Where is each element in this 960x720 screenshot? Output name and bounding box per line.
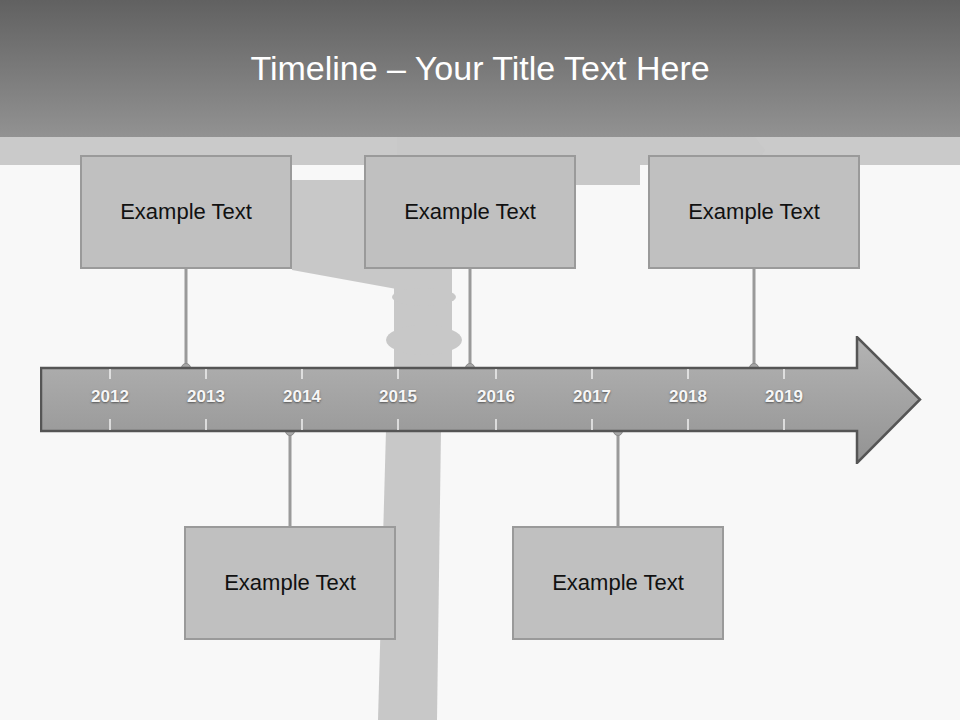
year-label: 2018 — [669, 387, 707, 407]
tick-mark — [109, 419, 111, 430]
tick-mark — [783, 369, 785, 379]
tick-mark — [687, 369, 689, 379]
year-label: 2012 — [91, 387, 129, 407]
event-text: Example Text — [120, 199, 252, 225]
event-text: Example Text — [404, 199, 536, 225]
year-label: 2015 — [379, 387, 417, 407]
year-label: 2017 — [573, 387, 611, 407]
tick-mark — [109, 369, 111, 379]
tick-mark — [687, 419, 689, 430]
tick-mark — [301, 419, 303, 430]
leader-connector — [286, 427, 295, 527]
timeline-arrow — [41, 337, 920, 463]
event-box: Example Text — [184, 526, 396, 640]
year-label: 2014 — [283, 387, 321, 407]
event-text: Example Text — [224, 570, 356, 596]
tick-mark — [205, 419, 207, 430]
tick-mark — [495, 369, 497, 379]
event-text: Example Text — [688, 199, 820, 225]
year-label: 2013 — [187, 387, 225, 407]
title-bar — [0, 0, 960, 137]
leader-connector — [750, 269, 759, 373]
event-box: Example Text — [512, 526, 724, 640]
year-label: 2019 — [765, 387, 803, 407]
leader-connector — [466, 269, 475, 373]
tick-mark — [397, 369, 399, 379]
title-bar: Timeline – Your Title Text Here — [0, 0, 960, 137]
tick-mark — [397, 419, 399, 430]
tick-mark — [301, 369, 303, 379]
leader-connector — [614, 427, 623, 527]
tick-mark — [591, 419, 593, 430]
leader-connector — [182, 269, 191, 373]
event-box: Example Text — [80, 155, 292, 269]
tick-mark — [591, 369, 593, 379]
tick-mark — [205, 369, 207, 379]
event-box: Example Text — [648, 155, 860, 269]
tick-mark — [495, 419, 497, 430]
timeline-arrow: 2012 2013 2014 2015 2016 2017 2018 2019 — [40, 336, 922, 464]
title-text: Timeline – Your Title Text Here — [250, 49, 709, 88]
event-box: Example Text — [364, 155, 576, 269]
event-text: Example Text — [552, 570, 684, 596]
year-label: 2016 — [477, 387, 515, 407]
tick-mark — [783, 419, 785, 430]
